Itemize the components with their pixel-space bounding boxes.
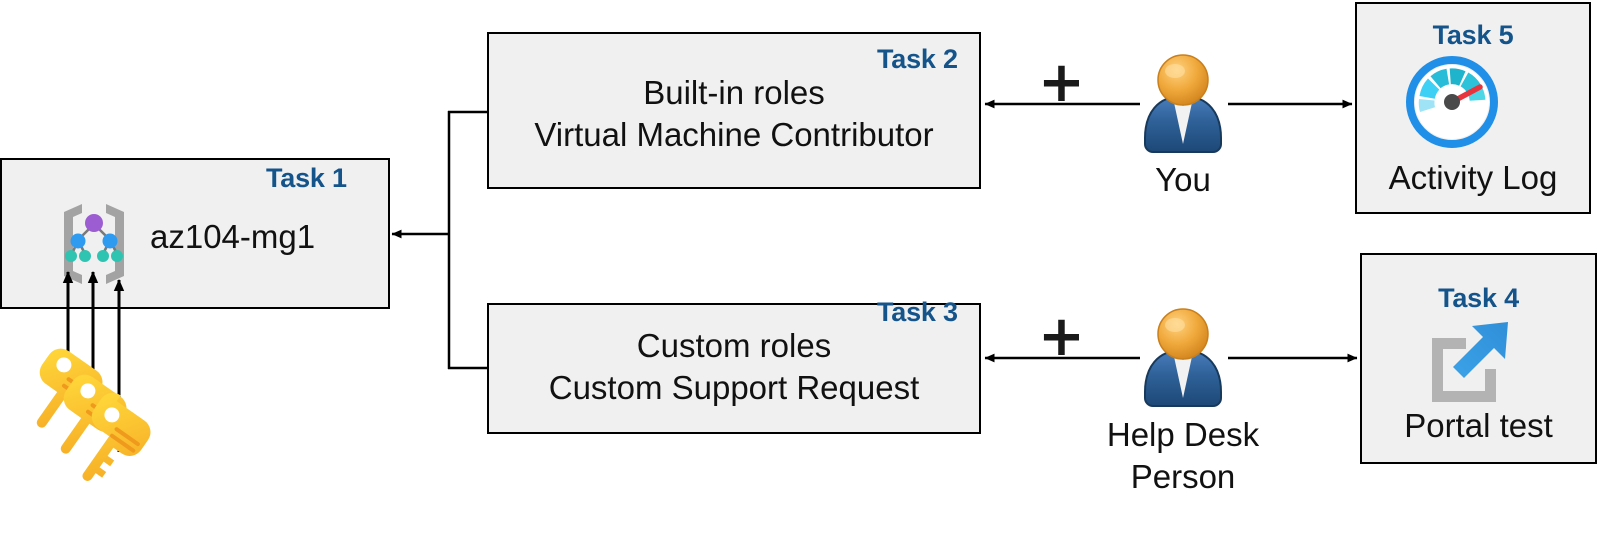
task-4-tag: Task 4 [1438, 283, 1519, 313]
task-3-tag: Task 3 [877, 297, 958, 327]
task-5-label: Activity Log [1388, 159, 1558, 196]
management-group-icon [48, 196, 140, 288]
external-link-icon [1420, 320, 1512, 408]
you-avatar [1137, 52, 1229, 162]
task-2-line-1: Built-in roles [643, 74, 825, 111]
task-2-box[interactable] [487, 32, 981, 189]
task-3-box[interactable] [487, 303, 981, 434]
you-label: You [1155, 161, 1211, 198]
task-1-label: az104-mg1 [150, 218, 316, 255]
helpdesk-plus-sign: + [1038, 304, 1085, 369]
helpdesk-label-line-1: Help Desk [1106, 416, 1260, 453]
task-1-tag: Task 1 [266, 163, 347, 193]
task-2-line-2: Virtual Machine Contributor [534, 116, 934, 153]
task-4-label: Portal test [1404, 407, 1553, 444]
you-plus-sign: + [1038, 50, 1085, 115]
helpdesk-label-line-2: Person [1130, 458, 1236, 495]
keys-icon [34, 340, 159, 481]
task-3-line-1: Custom roles [636, 327, 832, 364]
helpdesk-avatar [1137, 306, 1229, 416]
gauge-icon [1406, 56, 1498, 148]
task-5-tag: Task 5 [1432, 20, 1514, 50]
task-2-tag: Task 2 [877, 44, 958, 74]
task-3-line-2: Custom Support Request [548, 369, 920, 406]
